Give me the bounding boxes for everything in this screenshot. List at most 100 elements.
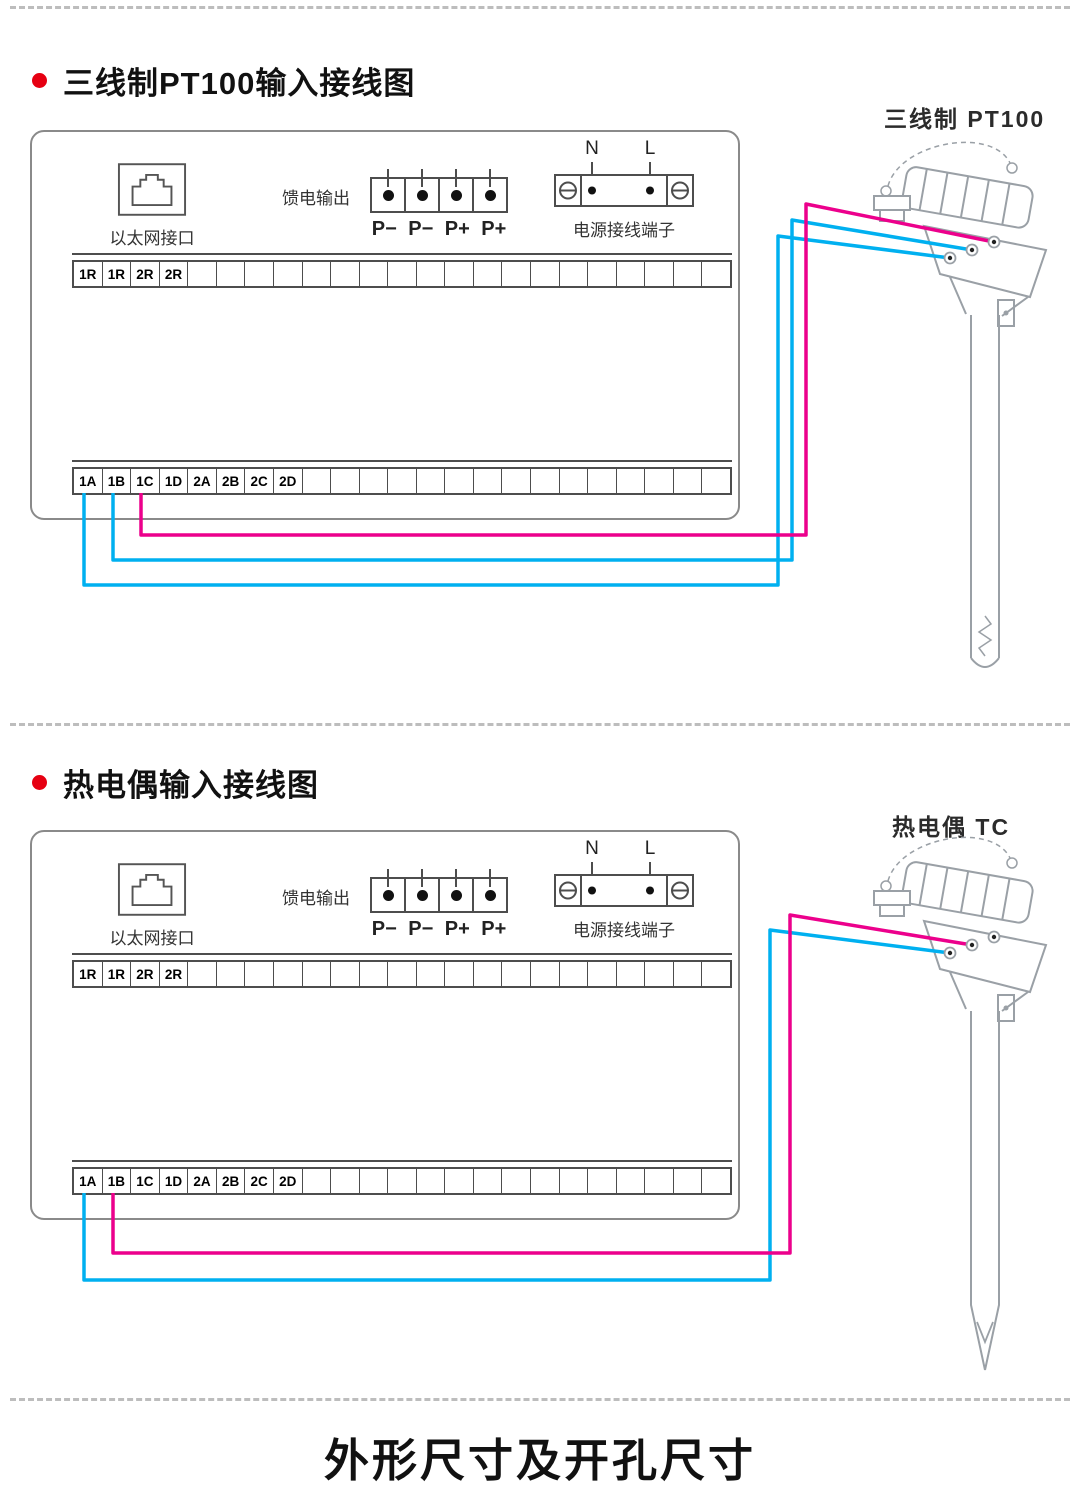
- power-terminal-label: 电源接线端子: [573, 221, 675, 240]
- terminal-cell: 1A: [74, 469, 103, 493]
- terminal-cell: [560, 962, 589, 986]
- terminal-cell: [531, 1169, 560, 1193]
- pt100-probe: [970, 315, 1000, 668]
- screw-dot-icon: [382, 189, 394, 201]
- terminal-cell: [388, 962, 417, 986]
- screw-dot-icon: [416, 889, 428, 901]
- terminal-cell: [674, 262, 703, 286]
- footer-title: 外形尺寸及开孔尺寸: [323, 1435, 756, 1486]
- terminal-cell: 1R: [74, 962, 103, 986]
- terminal-cell: [245, 962, 274, 986]
- terminal-cell: [674, 1169, 703, 1193]
- terminal-cell: 2R: [160, 962, 189, 986]
- terminal-cell: [702, 262, 730, 286]
- feed-terminal: [406, 169, 440, 211]
- terminal-cell: [303, 469, 332, 493]
- feed-terminal: [406, 869, 440, 911]
- terminal-cell: 1A: [74, 1169, 103, 1193]
- feed-terminal-label: P+: [481, 918, 507, 940]
- head-terminal-screws: [943, 235, 1001, 960]
- terminal-cell: [417, 469, 446, 493]
- power-l-label: L: [644, 138, 656, 159]
- terminal-cell: 2R: [131, 262, 160, 286]
- sensor1-label: 三线制 PT100: [884, 106, 1046, 132]
- feed-output-label: 馈电输出: [282, 889, 350, 908]
- terminal-cell: [474, 962, 503, 986]
- power-terminal-block: [554, 162, 694, 207]
- terminal-cell: [617, 469, 646, 493]
- terminal-cell: 1R: [74, 262, 103, 286]
- terminal-cell: [388, 469, 417, 493]
- feed-terminal-label: P+: [481, 218, 507, 240]
- terminal-cell: [388, 1169, 417, 1193]
- terminal-cell: 1R: [103, 262, 132, 286]
- terminal-cell: 1D: [160, 469, 189, 493]
- terminal-cell: [188, 962, 217, 986]
- terminal-tick: [489, 869, 491, 887]
- screw-dot-icon: [450, 189, 462, 201]
- terminal-cell: 2C: [245, 1169, 274, 1193]
- terminal-cell: [474, 262, 503, 286]
- terminal-cell: [588, 262, 617, 286]
- divider-bottom: [10, 1398, 1070, 1401]
- strip-rail-line: [72, 1160, 732, 1162]
- screw-dot-icon: [484, 189, 496, 201]
- power-n-label: N: [585, 838, 599, 859]
- section2-heading: 热电偶输入接线图: [32, 760, 319, 805]
- terminal-cell: [188, 262, 217, 286]
- feed-terminal-label: P−: [408, 218, 434, 240]
- terminal-cell: 1B: [103, 1169, 132, 1193]
- pt100-sensor-head: [873, 141, 1047, 327]
- terminal-cell: [645, 1169, 674, 1193]
- terminal-cell: 1C: [131, 1169, 160, 1193]
- terminal-cell: [617, 962, 646, 986]
- feed-terminal-label: P−: [371, 918, 397, 940]
- terminal-cell: [531, 469, 560, 493]
- terminal-cell: [217, 962, 246, 986]
- red-bullet-icon: [32, 73, 47, 88]
- feed-terminal-label: P−: [408, 918, 434, 940]
- feed-terminal: [372, 869, 406, 911]
- feed-output-label: 馈电输出: [282, 189, 350, 208]
- terminal-tick: [421, 169, 423, 187]
- terminal-cell: [245, 262, 274, 286]
- terminal-cell: [702, 962, 730, 986]
- feed-terminal: [440, 169, 474, 211]
- terminal-tick: [421, 869, 423, 887]
- terminal-cell: [303, 1169, 332, 1193]
- terminal-cell: [331, 962, 360, 986]
- divider-top: [10, 6, 1070, 9]
- sensor2-label: 热电偶 TC: [892, 814, 1011, 840]
- terminal-cell: [445, 262, 474, 286]
- ethernet-port-icon: [117, 162, 187, 217]
- terminal-cell: [645, 962, 674, 986]
- terminal-cell: [617, 1169, 646, 1193]
- terminal-cell: [445, 962, 474, 986]
- ethernet-label: 以太网接口: [109, 229, 195, 248]
- terminal-cell: 2A: [188, 469, 217, 493]
- terminal-cell: [645, 262, 674, 286]
- terminal-cell: [531, 262, 560, 286]
- terminal-cell: [303, 962, 332, 986]
- screw-dot-icon: [484, 889, 496, 901]
- terminal-cell: 1R: [103, 962, 132, 986]
- power-terminal-block: [554, 862, 694, 907]
- terminal-cell: [417, 1169, 446, 1193]
- terminal-cell: [502, 469, 531, 493]
- tc-probe: [970, 1011, 1000, 1371]
- feed-terminal-block: [370, 869, 508, 913]
- strip-rail-line: [72, 253, 732, 255]
- terminal-cell: [474, 1169, 503, 1193]
- terminal-cell: [274, 262, 303, 286]
- screw-dot-icon: [382, 889, 394, 901]
- terminal-cell: [417, 962, 446, 986]
- ethernet-label: 以太网接口: [109, 929, 195, 948]
- divider-middle: [10, 723, 1070, 726]
- thermocouple-junction-icon: [976, 1321, 994, 1345]
- terminal-cell: [445, 1169, 474, 1193]
- terminal-cell: 2A: [188, 1169, 217, 1193]
- feed-terminal: [474, 169, 506, 211]
- section2-title: 热电偶输入接线图: [63, 768, 319, 803]
